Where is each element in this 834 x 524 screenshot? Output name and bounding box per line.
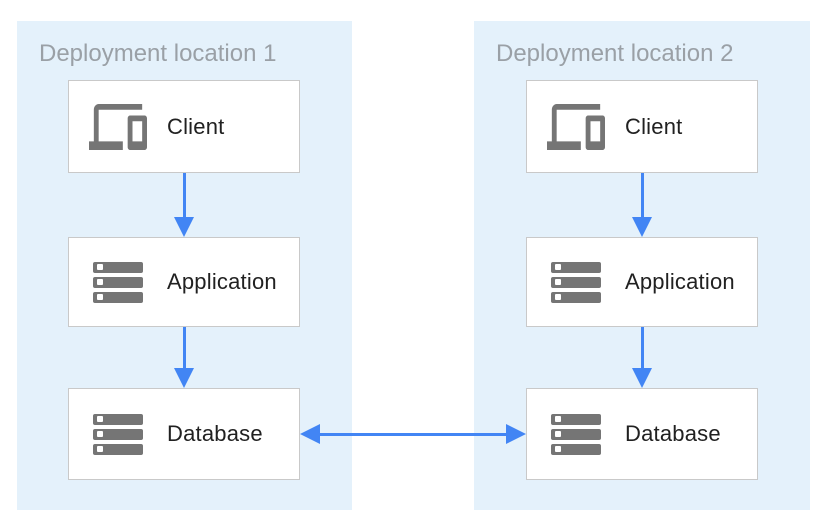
node-label: Application — [625, 269, 735, 294]
zone-title-2: Deployment location 2 — [496, 40, 734, 67]
deployment-zone-2: Deployment location 2 Client Application — [474, 21, 810, 510]
devices-icon — [547, 103, 605, 150]
application-node-1: Application — [68, 237, 300, 327]
zone-title-1: Deployment location 1 — [39, 40, 277, 67]
arrow-shaft — [182, 173, 186, 227]
arrow-application-to-database-1 — [174, 327, 194, 388]
arrow-database-sync-bidirectional — [300, 424, 526, 444]
arrow-down-head-icon — [632, 217, 652, 237]
node-label: Client — [167, 113, 225, 139]
arrow-client-to-application-2 — [632, 173, 652, 237]
server-stack-icon — [89, 261, 147, 303]
devices-icon — [89, 103, 147, 150]
node-label: Database — [625, 421, 721, 446]
database-node-2: Database — [526, 388, 758, 480]
application-node-2: Application — [526, 237, 758, 327]
arrow-shaft — [640, 327, 644, 378]
arrow-shaft — [182, 327, 186, 378]
arrow-down-head-icon — [632, 368, 652, 388]
arrow-application-to-database-2 — [632, 327, 652, 388]
arrow-client-to-application-1 — [174, 173, 194, 237]
arrow-left-head-icon — [300, 424, 320, 444]
arrow-shaft — [640, 173, 644, 227]
server-stack-icon — [89, 413, 147, 455]
database-node-1: Database — [68, 388, 300, 480]
deployment-zone-1: Deployment location 1 Client Application — [17, 21, 352, 510]
node-label: Client — [625, 113, 683, 139]
arrow-shaft — [314, 432, 512, 436]
arrow-right-head-icon — [506, 424, 526, 444]
server-stack-icon — [547, 261, 605, 303]
server-stack-icon — [547, 413, 605, 455]
arrow-down-head-icon — [174, 368, 194, 388]
node-label: Application — [167, 269, 277, 294]
client-node-1: Client — [68, 80, 300, 173]
client-node-2: Client — [526, 80, 758, 173]
arrow-down-head-icon — [174, 217, 194, 237]
node-label: Database — [167, 421, 263, 446]
